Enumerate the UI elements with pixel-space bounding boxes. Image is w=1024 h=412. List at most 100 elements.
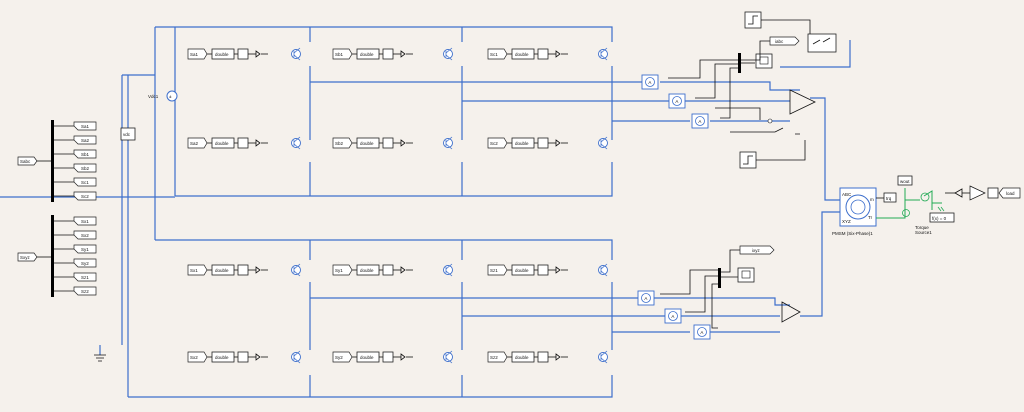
selector-switch-lower[interactable]	[781, 301, 801, 323]
igbt-switch-sx2[interactable]	[291, 350, 301, 364]
conversion-label: double	[515, 141, 529, 146]
goto-tag-label: Sx1	[81, 219, 89, 224]
goto-tag-label: Sa2	[81, 138, 90, 143]
sxyz-label: Sxyz	[20, 255, 31, 260]
from-tag-label: Sz1	[490, 268, 498, 273]
goto-tag-sz2[interactable]	[73, 286, 97, 296]
simulink-ps-converter[interactable]	[537, 137, 549, 149]
from-tag-sb1[interactable]	[332, 48, 353, 60]
from-tag-sb2[interactable]	[332, 137, 353, 149]
from-tag-sa2[interactable]	[187, 137, 208, 149]
igbt-switch-sx1[interactable]	[291, 263, 301, 277]
from-tag-sy1[interactable]	[332, 264, 353, 276]
from-tag-label: Sa2	[190, 141, 199, 146]
svg-text:±: ±	[169, 94, 172, 99]
simulink-ps-converter[interactable]	[382, 264, 394, 276]
input-sabc-inport[interactable]: Sabc	[17, 156, 52, 166]
vdc-goto-tag[interactable]: vdc	[120, 127, 136, 141]
gain-block[interactable]	[969, 185, 986, 201]
selector-switch-upper[interactable]	[789, 89, 816, 115]
simulink-ps-converter[interactable]	[237, 48, 249, 60]
goto-tag-sz1[interactable]	[73, 272, 97, 282]
pmsm-six-phase-block[interactable]: ABC XYZ m Tr PMSM (Six-Phase)1	[832, 187, 877, 236]
goto-tag-sx2[interactable]	[73, 230, 97, 240]
goto-ixyz[interactable]	[739, 245, 775, 255]
simulink-ps-converter[interactable]	[237, 137, 249, 149]
load-label: load	[1006, 191, 1015, 196]
ammeter-4[interactable]: A	[637, 290, 655, 306]
igbt-switch-sb1[interactable]	[443, 47, 453, 61]
ammeter-symbol: A	[648, 80, 651, 85]
goto-trq[interactable]	[883, 192, 897, 203]
iabc-mux-and-scope: iabc	[668, 11, 837, 119]
from-tag-sa1[interactable]	[187, 48, 208, 60]
goto-tag-sx1[interactable]	[73, 216, 97, 226]
simulink-ps-converter[interactable]	[537, 48, 549, 60]
wout-tag[interactable]	[897, 175, 913, 186]
simulink-ps-converter[interactable]	[237, 351, 249, 363]
goto-tag-label: Sa1	[81, 124, 90, 129]
conversion-label: double	[215, 52, 229, 57]
simulink-ps-converter[interactable]	[537, 264, 549, 276]
torque-source-label-1: Torque	[915, 225, 929, 230]
power-wiring	[0, 26, 851, 398]
from-tag-sy2[interactable]	[332, 351, 353, 363]
igbt-switch-sc2[interactable]	[598, 136, 608, 150]
dc-voltage-source[interactable]: ± Vdc1	[148, 90, 178, 102]
conversion-label: double	[360, 52, 374, 57]
simulink-ps-converter[interactable]	[237, 264, 249, 276]
igbt-switch-sb2[interactable]	[443, 136, 453, 150]
goto-iabc-label: iabc	[775, 39, 784, 44]
from-tag-sx2[interactable]	[187, 351, 208, 363]
simulink-ps-converter[interactable]	[382, 351, 394, 363]
simulink-ps-converter[interactable]	[537, 351, 549, 363]
ammeter-1[interactable]: A	[641, 74, 659, 90]
solver-label: f(x) = 0	[932, 216, 947, 221]
torque-source[interactable]	[920, 192, 930, 202]
from-tag-label: Sz2	[490, 355, 498, 360]
ammeter-5[interactable]: A	[664, 308, 682, 324]
dc-source-label: Vdc1	[148, 94, 159, 99]
zoh-load[interactable]	[987, 187, 999, 199]
from-tag-label: Sc1	[490, 52, 498, 57]
from-tag-sz2[interactable]	[487, 351, 508, 363]
input-sxyz-inport[interactable]: Sxyz	[17, 252, 52, 262]
goto-tag-sy1[interactable]	[73, 244, 97, 254]
from-tag-sc1[interactable]	[487, 48, 508, 60]
igbt-switch-sy2[interactable]	[443, 350, 453, 364]
from-tag-sc2[interactable]	[487, 137, 508, 149]
goto-tag-label: Sz2	[81, 289, 89, 294]
goto-tag-sy2[interactable]	[73, 258, 97, 268]
from-tag-sz1[interactable]	[487, 264, 508, 276]
load-inport[interactable]	[998, 187, 1021, 199]
trq-label: trq	[886, 196, 892, 201]
goto-tag-sc2[interactable]	[73, 191, 97, 201]
igbt-switch-sa2[interactable]	[291, 136, 301, 150]
solver-configuration[interactable]	[929, 212, 955, 223]
conversion-label: double	[215, 355, 229, 360]
goto-tag-sa1[interactable]	[73, 121, 97, 131]
goto-tag-sc1[interactable]	[73, 177, 97, 187]
simulink-ps-converter[interactable]	[382, 137, 394, 149]
goto-tag-sb2[interactable]	[73, 163, 97, 173]
igbt-switch-sc1[interactable]	[598, 47, 608, 61]
igbt-switch-sz1[interactable]	[598, 263, 608, 277]
goto-tag-sb1[interactable]	[73, 149, 97, 159]
ammeter-2[interactable]: A	[668, 93, 686, 109]
ammeter-6[interactable]: A	[693, 324, 711, 340]
igbt-switch-sy1[interactable]	[443, 263, 453, 277]
igbt-switch-sa1[interactable]	[291, 47, 301, 61]
igbt-switch-sz2[interactable]	[598, 350, 608, 364]
from-tag-sx1[interactable]	[187, 264, 208, 276]
conversion-label: double	[215, 268, 229, 273]
goto-tag-sa2[interactable]	[73, 135, 97, 145]
simulink-ps-converter[interactable]	[382, 48, 394, 60]
ammeter-3[interactable]: A	[691, 113, 709, 129]
abc-port-label: ABC	[842, 192, 852, 197]
goto-iabc[interactable]	[769, 36, 800, 46]
